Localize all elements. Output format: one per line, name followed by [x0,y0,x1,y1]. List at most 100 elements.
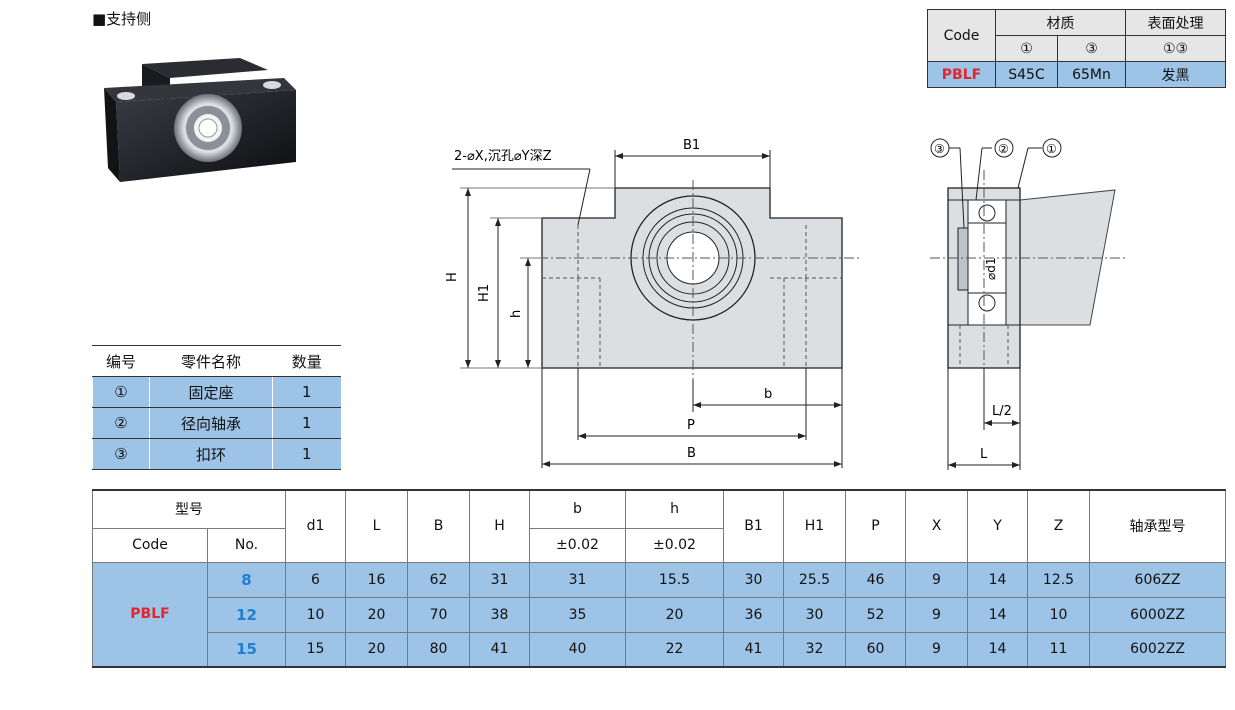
material-row-mat2: 65Mn [1057,61,1126,88]
spec-cell: 20 [345,596,408,633]
spec-header-B: B [407,489,470,563]
spec-header-b: b [529,489,626,529]
spec-header-d1: d1 [285,489,346,563]
spec-cell: 52 [845,596,906,633]
spec-cell: 32 [783,631,846,668]
spec-cell: 31 [469,561,530,598]
dim-b1-label: B1 [683,138,700,153]
spec-row-no: 15 [207,631,286,668]
spec-cell: 9 [905,561,968,598]
spec-cell: 6000ZZ [1089,596,1226,633]
spec-cell: 6002ZZ [1089,631,1226,668]
spec-header-L: L [345,489,408,563]
spec-cell: 70 [407,596,470,633]
dim-h-label: H [445,272,460,282]
spec-cell: 20 [625,596,724,633]
spec-cell: 14 [967,596,1028,633]
dim-h1-label: H1 [477,284,492,302]
table-row: PBLF 8 6 16 62 31 31 15.5 30 25.5 46 9 1… [92,561,1226,668]
material-code-header: Code [927,9,996,62]
parts-table: 编号 零件名称 数量 ① 固定座 1 ② 径向轴承 1 ③ 扣环 1 [92,345,341,470]
table-row: 12 10 20 70 38 35 20 36 30 52 9 14 10 60… [93,596,1226,633]
callout-1: ① [1046,142,1057,156]
part-qty: 1 [272,407,341,439]
table-row: 15 15 20 80 41 40 22 41 32 60 9 14 11 60… [93,631,1226,668]
spec-cell: 6 [285,561,346,598]
spec-row-no: 12 [207,596,286,633]
spec-cell: 38 [469,596,530,633]
spec-model-code: PBLF [92,561,208,668]
spec-cell: 9 [905,631,968,668]
table-row: ② 径向轴承 1 [92,407,341,439]
spec-header-H: H [469,489,530,563]
spec-b-tolerance: ±0.02 [529,527,626,563]
front-view-drawing: 2-⌀X,沉孔⌀Y深Z B1 H H1 h b P B [445,138,860,468]
dim-l-half-label: L/2 [992,404,1012,419]
part-qty: 1 [272,376,341,408]
dim-l-label: L [980,447,988,462]
spec-header-Y: Y [967,489,1028,563]
spec-cell: 40 [529,631,626,668]
dim-b-small-label: b [764,387,772,402]
spec-header-H1: H1 [783,489,846,563]
spec-cell: 22 [625,631,724,668]
spec-row-no: 8 [207,561,286,598]
spec-model-header: 型号 [92,489,286,529]
dim-d1-label: ⌀d1 [984,258,998,280]
part-name: 扣环 [149,438,273,470]
part-no: ② [92,407,150,439]
spec-cell: 606ZZ [1089,561,1226,598]
callout-3: ③ [934,142,945,156]
product-photo [104,58,296,182]
spec-cell: 25.5 [783,561,846,598]
spec-cell: 80 [407,631,470,668]
spec-header-bearing: 轴承型号 [1089,489,1226,563]
material-header: 材质 [995,9,1126,36]
spec-cell: 16 [345,561,408,598]
spec-header-X: X [905,489,968,563]
material-row-mat1: S45C [995,61,1058,88]
parts-header-name: 零件名称 [149,345,273,377]
spec-cell: 14 [967,561,1028,598]
callout-2: ② [998,142,1009,156]
spec-header-P: P [845,489,906,563]
spec-cell: 20 [345,631,408,668]
spec-cell: 15.5 [625,561,724,598]
side-view-drawing: ③ ② ① ⌀d1 L/2 L [930,138,1125,470]
spec-cell: 36 [723,596,784,633]
spec-header-Z: Z [1027,489,1090,563]
part-no: ① [92,376,150,408]
surface-header: 表面处理 [1125,9,1226,36]
material-row-surface: 发黑 [1125,61,1226,88]
parts-header-no: 编号 [92,345,150,377]
material-col-1: ① [995,35,1058,62]
spec-table: 型号 d1 L B H b h B1 H1 P X Y Z 轴承型号 Code … [92,489,1226,668]
part-name: 固定座 [149,376,273,408]
spec-cell: 31 [529,561,626,598]
spec-cell: 10 [1027,596,1090,633]
spec-cell: 60 [845,631,906,668]
material-row-code: PBLF [927,61,996,88]
part-no: ③ [92,438,150,470]
spec-cell: 9 [905,596,968,633]
spec-cell: 62 [407,561,470,598]
table-row: ① 固定座 1 [92,376,341,408]
spec-cell: 30 [723,561,784,598]
spec-cell: 14 [967,631,1028,668]
dim-b-label: B [687,446,696,461]
spec-no-header: No. [207,527,286,563]
parts-header-qty: 数量 [272,345,341,377]
table-row: ③ 扣环 1 [92,438,341,470]
spec-cell: 11 [1027,631,1090,668]
material-col-2: ③ [1057,35,1126,62]
part-name: 径向轴承 [149,407,273,439]
spec-cell: 41 [723,631,784,668]
spec-header-h: h [625,489,724,529]
spec-cell: 30 [783,596,846,633]
spec-code-header: Code [92,527,208,563]
hole-note-label: 2-⌀X,沉孔⌀Y深Z [454,149,552,164]
spec-cell: 41 [469,631,530,668]
spec-cell: 46 [845,561,906,598]
material-table: Code 材质 表面处理 ① ③ ①③ PBLF S45C 65Mn 发黑 [927,9,1226,88]
dim-h-small-label: h [509,310,524,318]
